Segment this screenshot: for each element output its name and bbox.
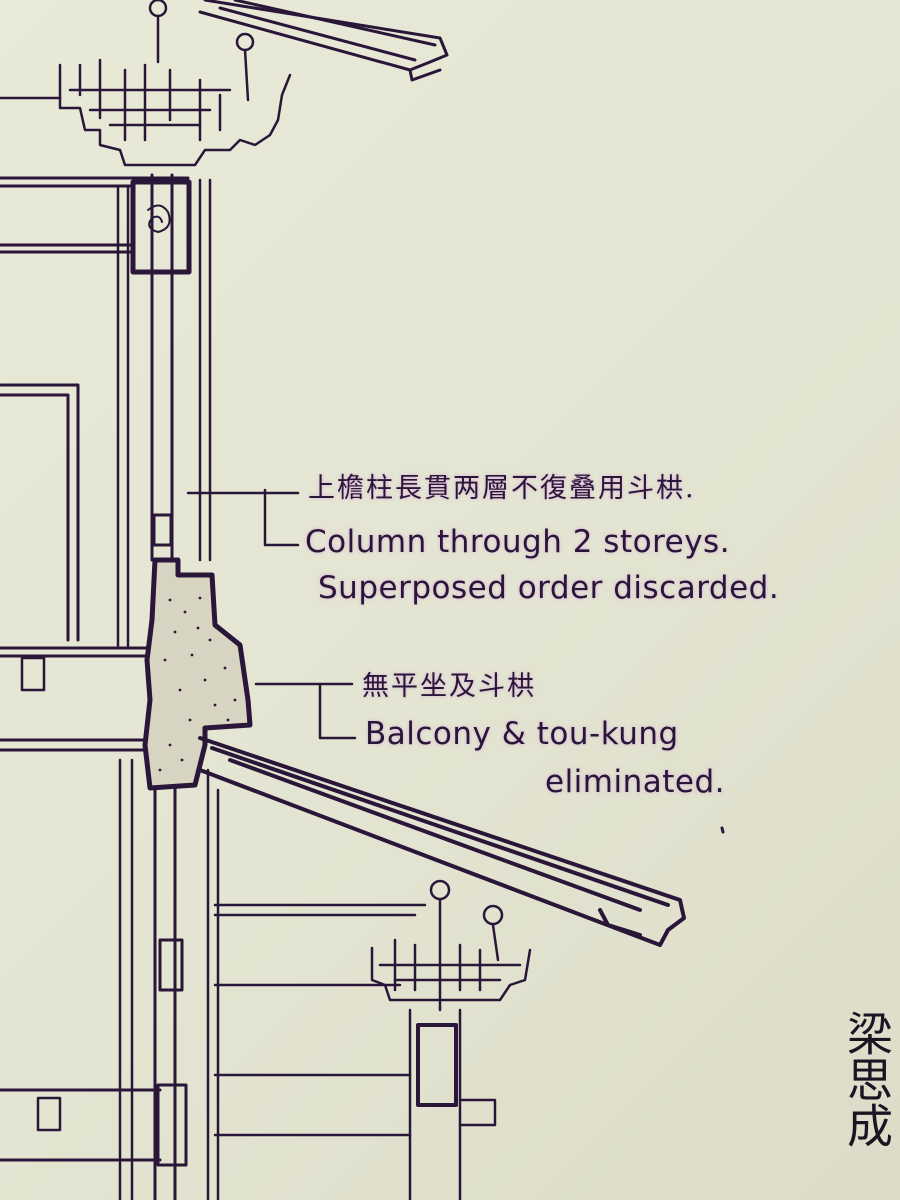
column-leader bbox=[186, 488, 300, 547]
horizontal-beams bbox=[0, 176, 190, 1162]
masonry-block bbox=[142, 557, 253, 791]
column-note-line2: Superposed order discarded. bbox=[318, 570, 780, 606]
column-note-chinese: 上檐柱長貫两層不復叠用斗栱. bbox=[308, 473, 696, 504]
balcony-note-chinese: 無平坐及斗栱 bbox=[362, 671, 536, 702]
lower-roof-slope bbox=[198, 736, 686, 947]
artist-signature: 梁思成 bbox=[840, 1010, 894, 1148]
balcony-note-line1: Balcony & tou-kung bbox=[365, 716, 679, 752]
upper-bracket-set bbox=[0, 0, 292, 167]
upper-roof-eave bbox=[198, 0, 449, 82]
ink-dot bbox=[720, 826, 725, 834]
lower-bracket-set bbox=[370, 879, 532, 1200]
balcony-note-line2: eliminated. bbox=[545, 764, 726, 800]
lower-wall bbox=[206, 768, 427, 1200]
stipple bbox=[158, 596, 237, 772]
main-column bbox=[130, 173, 192, 1200]
column-note-line1: Column through 2 storeys. bbox=[305, 524, 731, 560]
inner-frame bbox=[20, 178, 212, 1200]
balcony-leader bbox=[254, 682, 357, 740]
